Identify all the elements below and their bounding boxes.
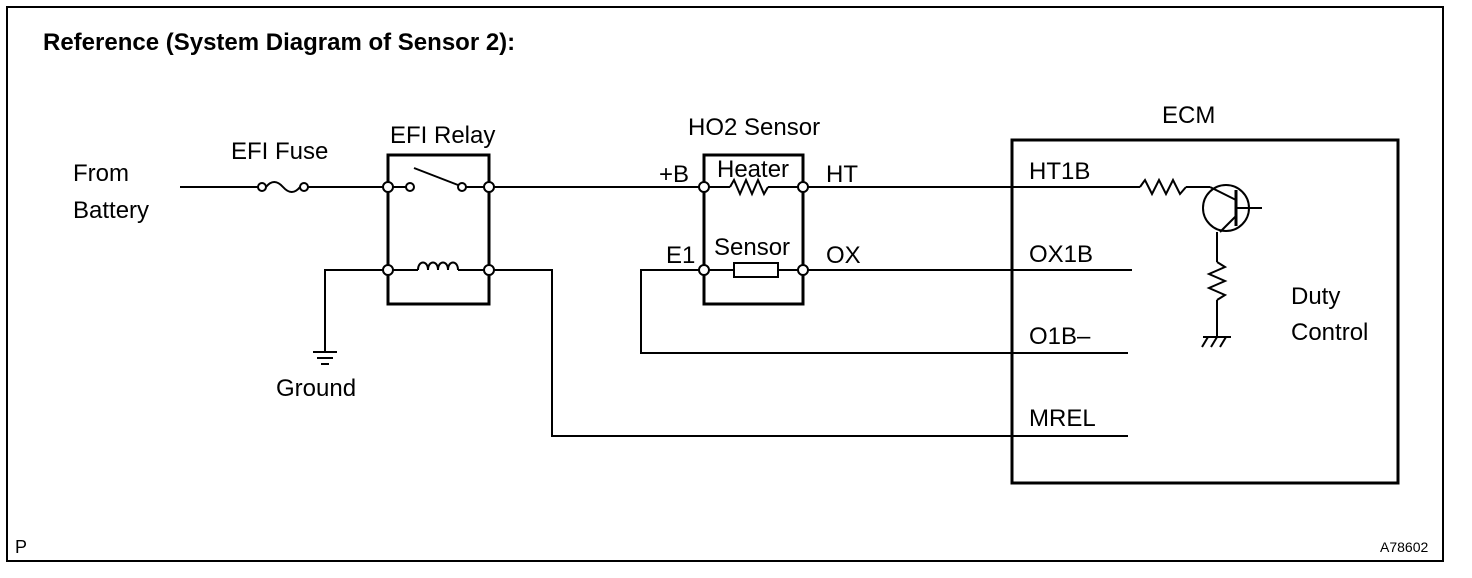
ecm-resistor-symbol	[1139, 177, 1210, 197]
mrel-wire	[494, 269, 1128, 437]
diagram-frame	[6, 6, 1444, 562]
chassis-ground-symbol	[1201, 336, 1231, 348]
corner-marker: P	[15, 537, 28, 557]
pin-ox-label: OX	[826, 242, 861, 269]
efi-fuse-symbol	[257, 181, 309, 193]
sensor-element-symbol	[698, 262, 809, 278]
terminal-ht1b: HT1B	[1029, 158, 1091, 185]
ho2-sensor-label: HO2 Sensor	[688, 114, 821, 141]
duty-control-label-line2: Control	[1291, 319, 1369, 346]
pull-down-resistor-symbol	[1206, 232, 1228, 337]
terminal-mrel: MREL	[1029, 405, 1096, 432]
efi-fuse-label: EFI Fuse	[231, 138, 329, 165]
ho2-sensor-box	[702, 153, 805, 306]
heater-label: Heater	[717, 156, 790, 183]
terminal-ox1b: OX1B	[1029, 241, 1094, 268]
pin-e1-label: E1	[666, 242, 696, 269]
diagram-title: Reference (System Diagram of Sensor 2):	[43, 29, 516, 56]
pin-ht-label: HT	[826, 161, 858, 188]
source-label-battery: Battery	[73, 197, 150, 224]
terminal-o1b-minus: O1B–	[1029, 323, 1091, 350]
efi-relay-label: EFI Relay	[390, 122, 496, 149]
figure-id: A78602	[1380, 539, 1429, 555]
ground-symbol	[313, 351, 337, 365]
pin-b-label: +B	[659, 161, 690, 188]
e1-wire	[640, 269, 1128, 354]
relay-coil-symbol	[382, 261, 495, 276]
ground-wire	[324, 269, 383, 352]
duty-control-label-line1: Duty	[1291, 283, 1341, 310]
ecm-label: ECM	[1162, 102, 1216, 129]
ecm-box	[1010, 138, 1400, 485]
sensor-element-label: Sensor	[714, 234, 791, 261]
efi-relay-box	[386, 153, 491, 306]
transistor-symbol	[1202, 184, 1262, 233]
ground-label: Ground	[276, 375, 357, 402]
source-label-from: From	[73, 160, 129, 187]
relay-switch-symbol	[382, 167, 495, 193]
